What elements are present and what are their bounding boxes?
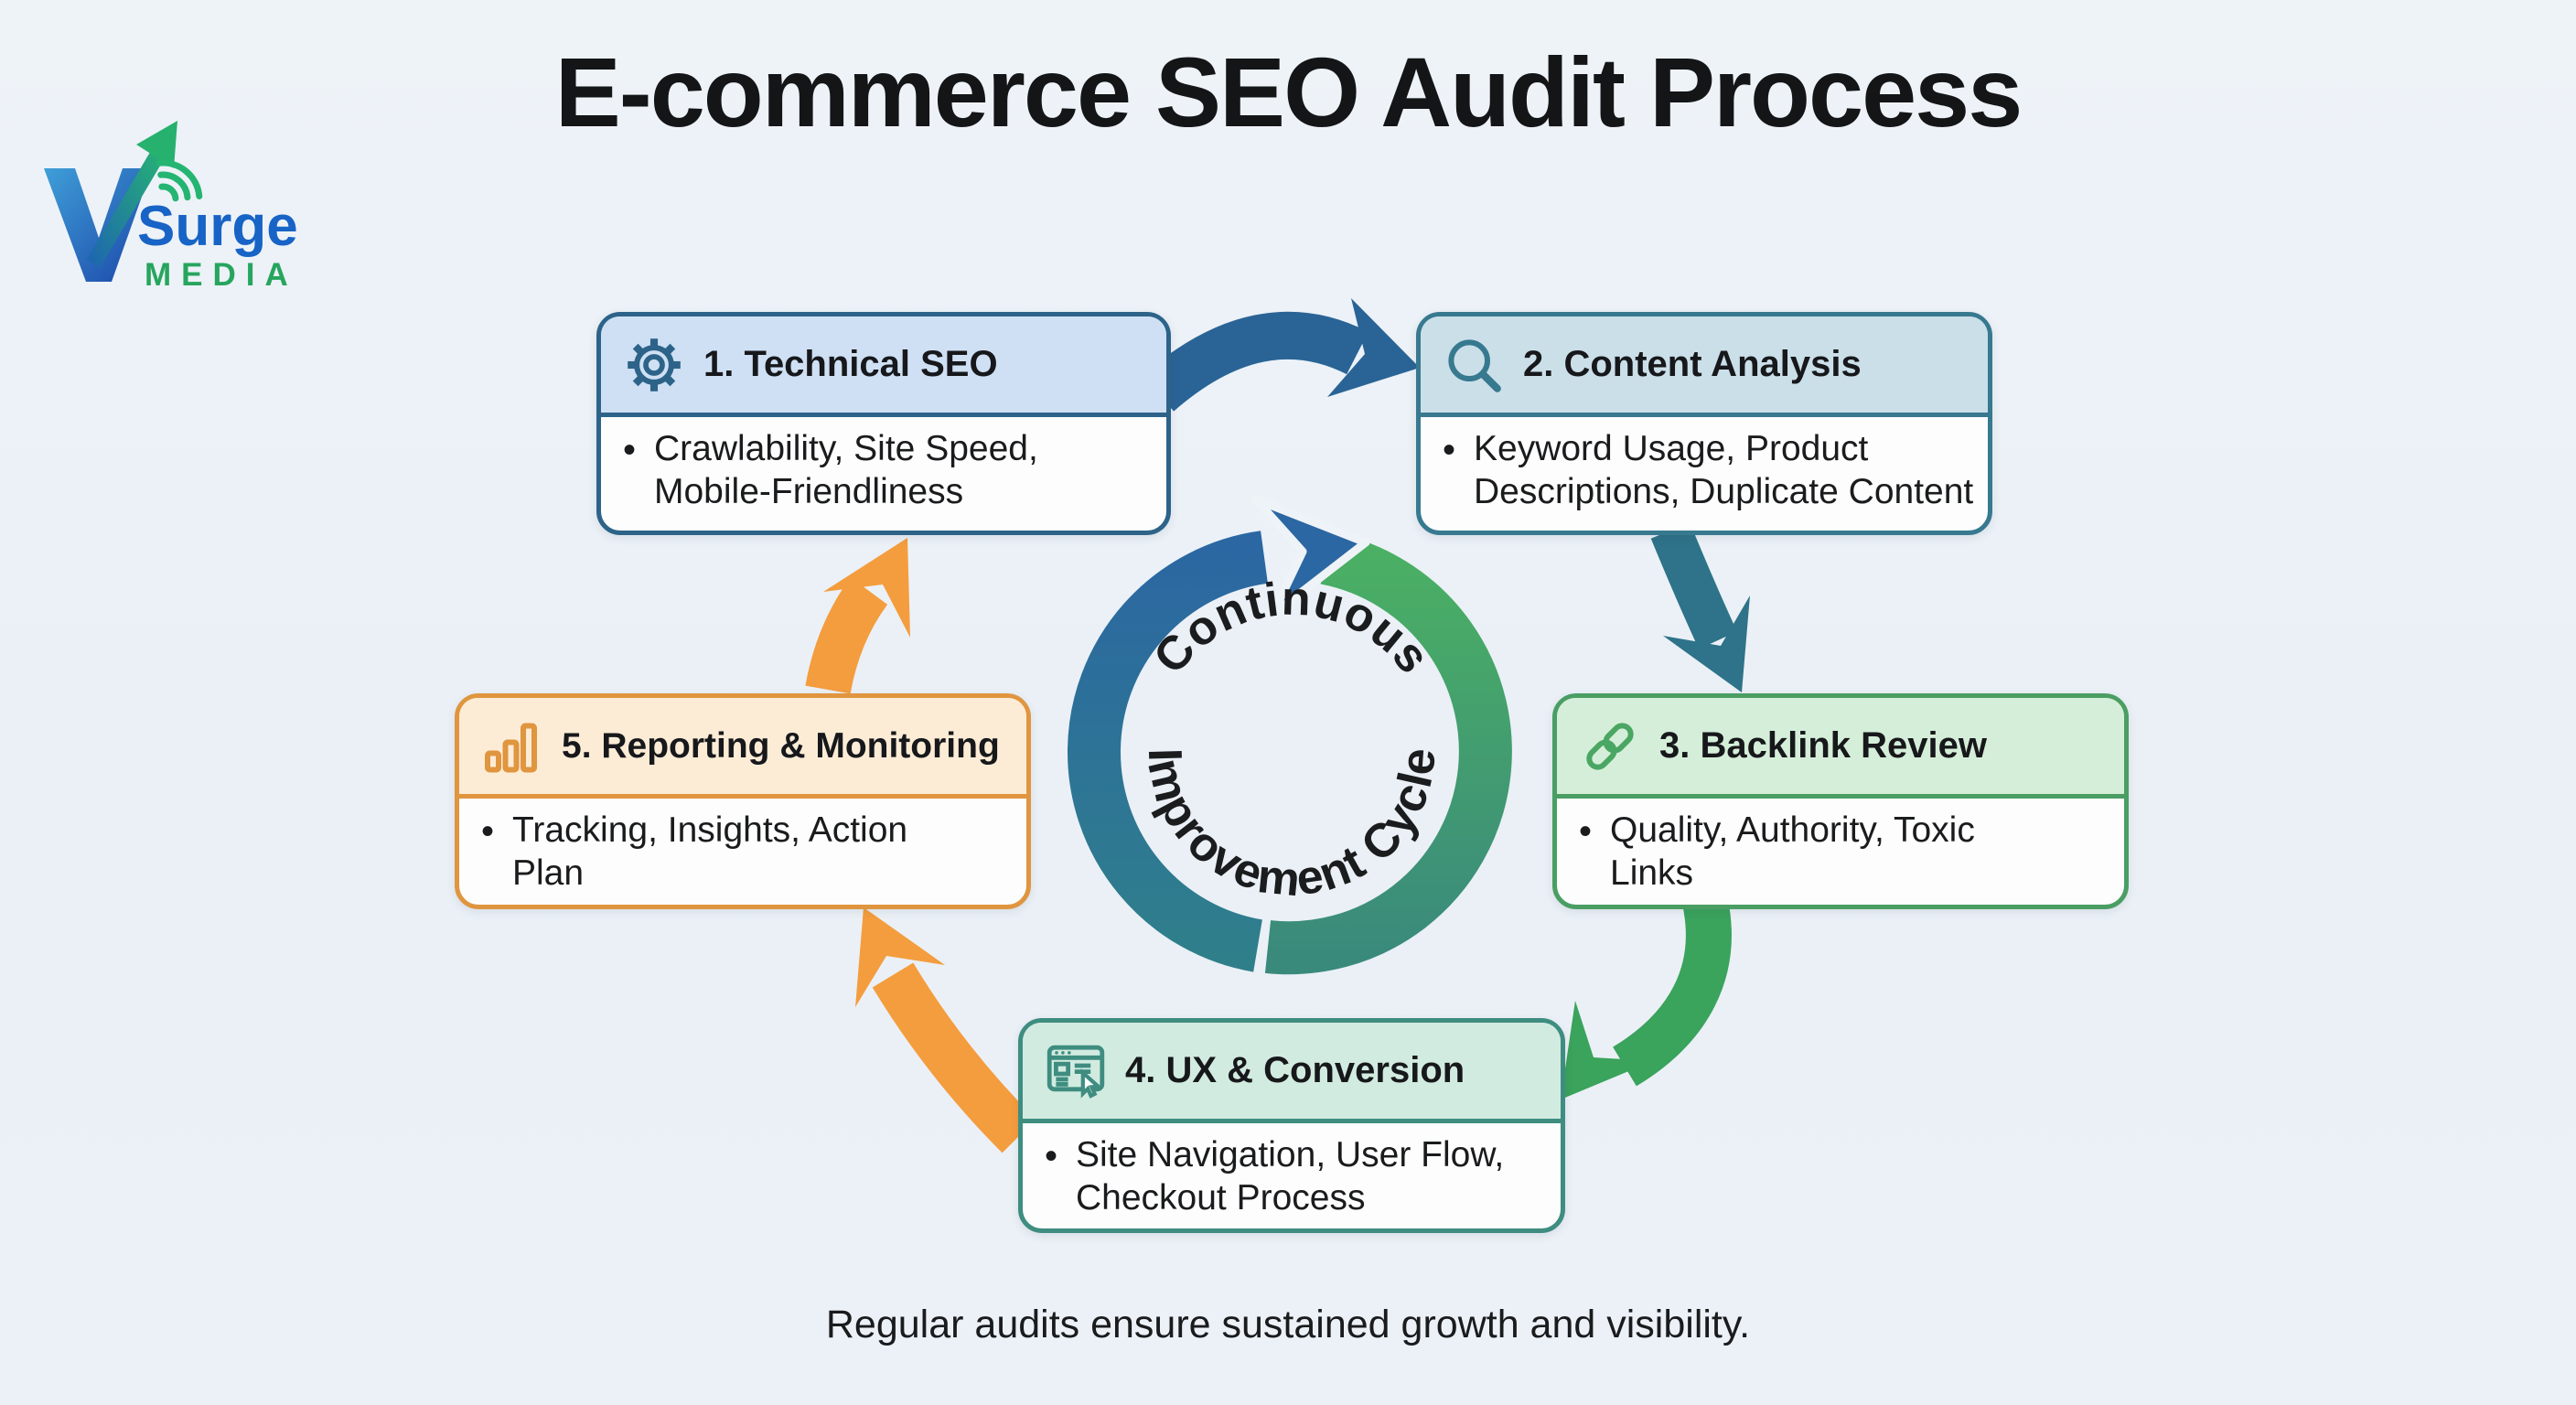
card-header: 5. Reporting & Monitoring (459, 698, 1026, 799)
logo-wordmark: Surge (137, 195, 298, 258)
card-header: 1. Technical SEO (601, 316, 1166, 417)
bullet-dot: • (1044, 1136, 1057, 1176)
logo-arrow-icon (86, 121, 177, 268)
step-card-ux-conversion: 4. UX & Conversion • Site Navigation, Us… (1018, 1018, 1565, 1233)
arrow-step1-to-step2-icon (1142, 298, 1420, 412)
step-title: 1. Technical SEO (703, 344, 998, 384)
card-header: 4. UX & Conversion (1023, 1023, 1561, 1123)
bullet-dot: • (1442, 430, 1455, 470)
step-bullet: Site Navigation, User Flow, Checkout Pro… (1076, 1135, 1505, 1217)
step-bullet: Crawlability, Site Speed, Mobile-Friendl… (654, 429, 1038, 511)
step-detail: • Crawlability, Site Speed, Mobile-Frien… (601, 417, 1166, 531)
step-detail: • Keyword Usage, Product Descriptions, D… (1421, 417, 1988, 531)
browser-cursor-icon (1046, 1045, 1105, 1099)
step-detail: • Quality, Authority, Toxic Links (1557, 799, 2124, 905)
step-title: 3. Backlink Review (1659, 725, 1987, 766)
step-detail: • Site Navigation, User Flow, Checkout P… (1023, 1123, 1561, 1228)
footer-caption: Regular audits ensure sustained growth a… (825, 1303, 1751, 1346)
step-bullet: Quality, Authority, Toxic Links (1610, 810, 1975, 893)
logo-signal-icon (156, 159, 203, 202)
bar-chart-icon (485, 723, 537, 772)
cycle-arrowhead-icon (1251, 495, 1370, 619)
step-title: 2. Content Analysis (1523, 344, 1862, 384)
arrow-step4-to-step5-icon (855, 907, 1036, 1153)
link-icon (1586, 722, 1634, 770)
step-bullet: Keyword Usage, Product Descriptions, Dup… (1474, 429, 1974, 511)
gear-icon (628, 338, 681, 391)
bullet-dot: • (1578, 811, 1592, 852)
logo-submark: MEDIA (145, 257, 298, 293)
step-card-content-analysis: 2. Content Analysis • Keyword Usage, Pro… (1416, 312, 1992, 535)
card-header: 2. Content Analysis (1421, 316, 1988, 417)
step-card-technical-seo: 1. Technical SEO • Crawlability, Site Sp… (596, 312, 1171, 535)
step-bullet: Tracking, Insights, Action Plan (512, 810, 908, 893)
card-header: 3. Backlink Review (1557, 698, 2124, 799)
arrow-step5-to-step1-icon (805, 538, 910, 694)
page-title: E-commerce SEO Audit Process (554, 37, 2023, 147)
cycle-ring (1068, 495, 1512, 975)
step-title: 4. UX & Conversion (1125, 1050, 1465, 1090)
bullet-dot: • (622, 430, 636, 470)
magnifier-icon (1448, 338, 1501, 392)
step-card-backlink-review: 3. Backlink Review • Quality, Authority,… (1552, 693, 2129, 909)
bullet-dot: • (480, 811, 494, 852)
step-title: 5. Reporting & Monitoring (562, 725, 1000, 766)
arrow-step3-to-step4-icon (1561, 896, 1732, 1099)
step-detail: • Tracking, Insights, Action Plan (459, 799, 1026, 905)
step-card-reporting-monitoring: 5. Reporting & Monitoring • Tracking, In… (455, 693, 1031, 909)
brand-logo: Surge MEDIA (44, 121, 298, 293)
arrow-step2-to-step3-icon (1650, 522, 1750, 692)
